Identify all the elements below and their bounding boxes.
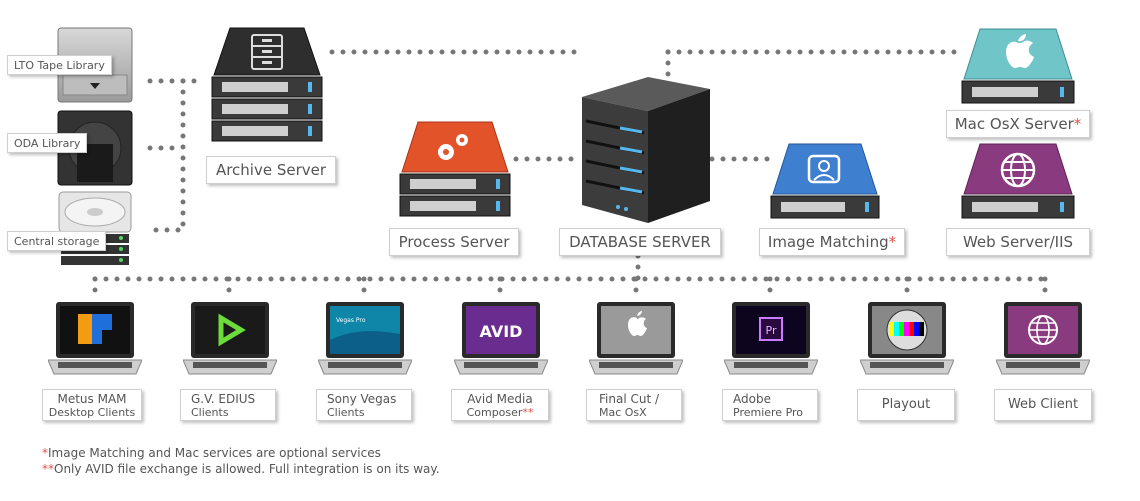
web-client-laptop-icon <box>996 302 1090 375</box>
process-server-icon <box>399 121 511 217</box>
client-name: Web Client <box>1007 397 1079 412</box>
final-cut-laptop-icon <box>589 302 683 375</box>
central-storage-label: Central storage <box>7 231 107 251</box>
avid-logo-text: AVID <box>480 322 523 341</box>
mac-server-label-text: Mac OsX Server <box>954 115 1074 133</box>
optional-mark: * <box>1073 115 1082 133</box>
oda-library-icon <box>57 110 133 186</box>
web-server-icon <box>961 143 1075 219</box>
edius-laptop-icon <box>183 302 277 375</box>
footnote-text: Image Matching and Mac services are opti… <box>48 446 381 460</box>
footnote-mark: * <box>42 446 48 460</box>
footnote-optional: *Image Matching and Mac services are opt… <box>42 446 381 460</box>
premiere-logo-text: Pr <box>766 324 777 337</box>
sony-vegas-laptop-icon: Vegas Pro <box>318 302 412 375</box>
premiere-laptop-icon: Pr <box>724 302 818 375</box>
client-name: Metus MAM <box>57 392 127 406</box>
archive-server-label: Archive Server <box>206 156 336 184</box>
optional-mark: * <box>888 233 897 251</box>
process-server-label: Process Server <box>389 228 519 256</box>
client-subtitle: Composer** <box>454 406 546 419</box>
client-label-web: Web Client <box>994 389 1092 421</box>
archive-server-icon <box>211 27 323 142</box>
client-label-final-cut: Final Cut /Mac OsX <box>586 389 682 421</box>
client-subtitle-text: Composer <box>466 406 523 419</box>
database-server-icon <box>582 77 710 223</box>
avid-laptop-icon: AVID <box>454 302 548 375</box>
footnote-avid: **Only AVID file exchange is allowed. Fu… <box>42 462 440 476</box>
integration-mark: ** <box>522 406 534 419</box>
client-name: Adobe <box>733 392 771 406</box>
central-storage-icon <box>58 191 132 265</box>
image-matching-label-text: Image Matching <box>767 233 889 251</box>
web-server-label: Web Server/IIS <box>946 228 1090 256</box>
lto-tape-library-label: LTO Tape Library <box>7 55 112 75</box>
image-matching-label: Image Matching* <box>759 228 905 256</box>
footnote-mark: ** <box>42 462 54 476</box>
client-subtitle: Mac OsX <box>599 406 647 419</box>
playout-laptop-icon <box>860 302 954 375</box>
oda-library-label: ODA Library <box>7 133 88 153</box>
vegas-screen-text: Vegas Pro <box>336 317 366 324</box>
database-server-label: DATABASE SERVER <box>559 228 721 256</box>
mac-server-label: Mac OsX Server* <box>946 110 1090 138</box>
client-subtitle: Clients <box>327 406 365 419</box>
metus-mam-laptop-icon <box>48 302 142 375</box>
client-name: G.V. EDIUS <box>191 392 256 406</box>
client-name: Sony Vegas <box>327 392 397 406</box>
client-name: Avid Media <box>467 392 533 406</box>
client-label-playout: Playout <box>857 389 955 421</box>
client-subtitle: Desktop Clients <box>48 406 136 419</box>
client-subtitle: Clients <box>191 406 229 419</box>
client-name: Playout <box>881 397 931 412</box>
footnote-text: Only AVID file exchange is allowed. Full… <box>54 462 440 476</box>
client-subtitle: Premiere Pro <box>733 406 804 419</box>
mac-server-icon <box>961 28 1075 104</box>
image-matching-server-icon <box>770 143 880 219</box>
client-name: Final Cut / <box>599 392 660 406</box>
